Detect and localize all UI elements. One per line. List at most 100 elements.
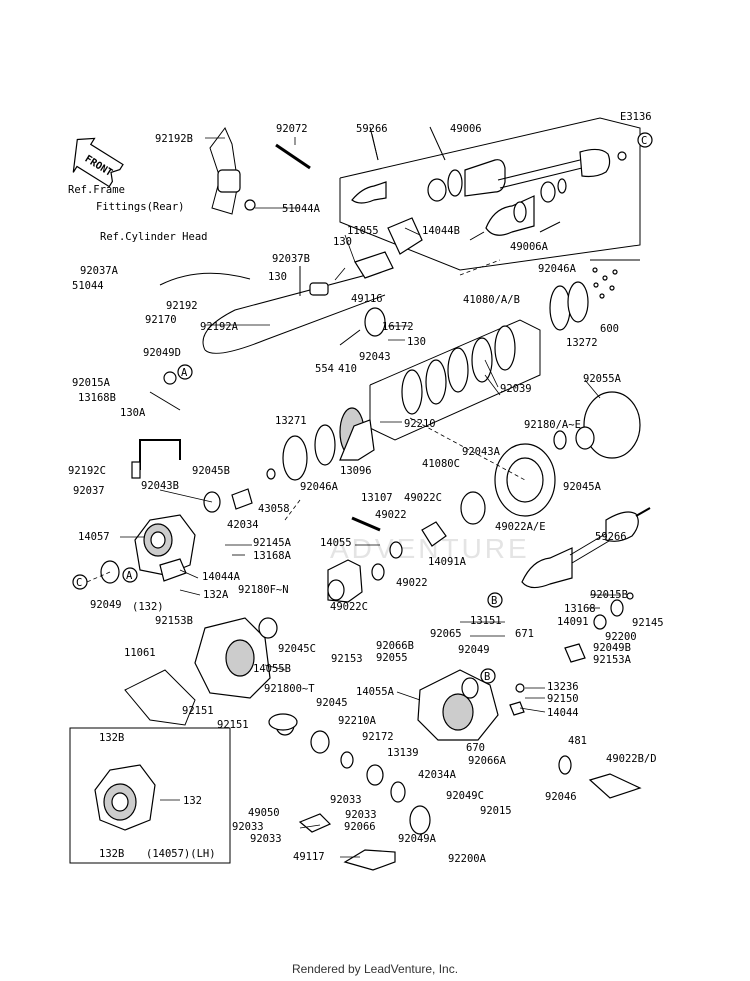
part-label: 92200A xyxy=(448,853,487,865)
part-label: 132B xyxy=(99,848,124,860)
callout-C-top: C xyxy=(637,132,653,148)
part-label: 92210 xyxy=(404,418,436,430)
part-label: 42034A xyxy=(418,769,457,781)
part-label: 92066 xyxy=(344,821,376,833)
part-label: 59266 xyxy=(595,531,627,543)
part-label: 130 xyxy=(407,336,426,348)
part-label: 92153A xyxy=(593,654,632,666)
part-label: 92043 xyxy=(359,351,391,363)
part-label: 92037B xyxy=(272,253,310,265)
part-label: 92170 xyxy=(145,314,177,326)
part-label: 92037A xyxy=(80,265,119,277)
part-label: 14057 xyxy=(78,531,110,543)
part-label: 92037 xyxy=(73,485,105,497)
part-label: (132) xyxy=(132,601,164,613)
footer-credit: Rendered by LeadVenture, Inc. xyxy=(291,962,459,976)
part-label: 49022B/D xyxy=(606,753,657,765)
part-label: 51044A xyxy=(282,203,321,215)
part-label: 92045C xyxy=(278,643,316,655)
part-label: 92033 xyxy=(250,833,282,845)
part-label: 92145A xyxy=(253,537,292,549)
o-ring-small xyxy=(268,713,298,731)
small-parts-right xyxy=(564,592,634,663)
part-label: 92150 xyxy=(547,693,579,705)
part-label: 92049 xyxy=(90,599,122,611)
part-label: 49022 xyxy=(375,509,407,521)
part-label: 92172 xyxy=(362,731,394,743)
part-label: 92153 xyxy=(331,653,363,665)
part-label: 14055B xyxy=(253,663,291,675)
part-label: 14055 xyxy=(320,537,352,549)
part-label: 92200 xyxy=(605,631,637,643)
part-label: 671 xyxy=(515,628,534,640)
part-label: 554 xyxy=(315,363,334,375)
part-label: 92049B xyxy=(593,642,631,654)
shift-linkage xyxy=(131,127,423,479)
callout-A-top: A xyxy=(177,364,193,380)
guide-lines xyxy=(79,259,526,586)
part-label: 132B xyxy=(99,732,124,744)
part-label: 92153B xyxy=(155,615,193,627)
part-label: 92192B xyxy=(155,133,193,145)
part-label: 600 xyxy=(600,323,619,335)
part-label: 92055 xyxy=(376,652,408,664)
callout-C-label: C xyxy=(641,135,647,147)
part-label: 16172 xyxy=(382,321,414,333)
part-label: 13236 xyxy=(547,681,579,693)
part-label: 92045B xyxy=(192,465,230,477)
part-label: 92192A xyxy=(200,321,239,333)
ball-set xyxy=(590,259,640,299)
gear-case-center xyxy=(124,617,406,803)
ref-cylinder-head: Ref.Cylinder Head xyxy=(100,231,207,243)
part-label: 13272 xyxy=(566,337,598,349)
part-label: 13096 xyxy=(340,465,372,477)
part-label: 92192 xyxy=(166,300,198,312)
callout-B-label-2: B xyxy=(484,671,490,683)
callout-C-label-2: C xyxy=(76,577,82,589)
part-label: 41080/A/B xyxy=(463,294,520,306)
part-label: 13168A xyxy=(253,550,292,562)
part-label: 92049 xyxy=(458,644,490,656)
part-label: 14044A xyxy=(202,571,241,583)
part-label: 92180F~N xyxy=(238,584,289,596)
diagram-code: E3136 xyxy=(620,111,652,123)
part-label: 92039 xyxy=(500,383,532,395)
part-label: 49006A xyxy=(510,241,549,253)
part-label: 49022C xyxy=(404,492,442,504)
part-label: 59266 xyxy=(356,123,388,135)
part-label: 92055A xyxy=(583,373,622,385)
part-label: 49022C xyxy=(330,601,368,613)
callout-C-left: C xyxy=(72,574,88,590)
part-label: 92065 xyxy=(430,628,462,640)
part-label: 51044 xyxy=(72,280,104,292)
part-label: 92210A xyxy=(338,715,377,727)
ref-frame-line2: Fittings(Rear) xyxy=(96,201,185,213)
part-label: 14044 xyxy=(547,707,579,719)
part-label: 92045 xyxy=(316,697,348,709)
part-label: 13271 xyxy=(275,415,307,427)
part-label: 14091 xyxy=(557,616,589,628)
part-label: 92046A xyxy=(300,481,339,493)
part-label: 670 xyxy=(466,742,485,754)
part-label: 11061 xyxy=(124,647,156,659)
part-label: 92015 xyxy=(480,805,512,817)
part-label: 92045A xyxy=(563,481,602,493)
bracket-49117 xyxy=(298,813,396,871)
callout-B-right: B xyxy=(487,592,503,608)
part-label: 132 xyxy=(183,795,202,807)
pinion-gears xyxy=(327,419,447,603)
part-label: 14091A xyxy=(428,556,467,568)
part-label: 13139 xyxy=(387,747,419,759)
ref-frame-line1: Ref.Frame xyxy=(68,184,125,196)
part-label: 41080C xyxy=(422,458,460,470)
o-ring-large xyxy=(583,391,641,459)
callout-A-left: A xyxy=(122,567,138,583)
part-label: 13107 xyxy=(361,492,393,504)
part-label: 92015B xyxy=(590,589,628,601)
part-label: 92043B xyxy=(141,480,179,492)
part-label: 49117 xyxy=(293,851,325,863)
part-label: 92046A xyxy=(538,263,577,275)
part-label: 13151 xyxy=(470,615,502,627)
lh-housing-inset xyxy=(69,727,231,864)
